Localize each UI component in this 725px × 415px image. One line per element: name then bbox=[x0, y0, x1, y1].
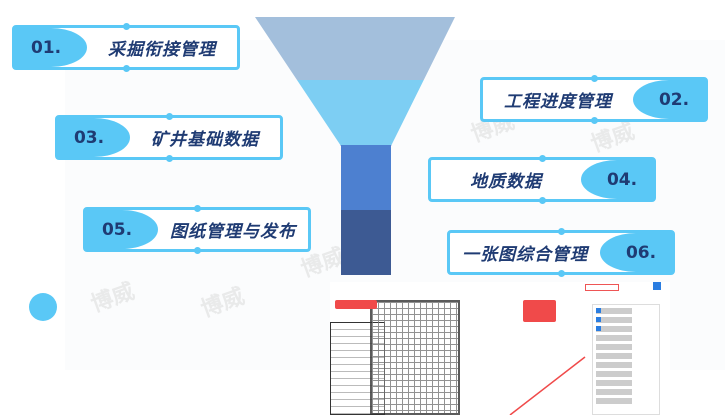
module-number: 03. bbox=[58, 118, 130, 157]
module-number: 04. bbox=[581, 160, 653, 199]
module-number: 05. bbox=[86, 210, 158, 249]
checkbox[interactable] bbox=[596, 326, 601, 331]
module-label: 矿井基础数据 bbox=[151, 130, 259, 150]
layer-panel bbox=[592, 304, 660, 415]
module-card-06: 06. 一张图综合管理 bbox=[447, 228, 675, 277]
toggle-button[interactable] bbox=[653, 282, 661, 290]
app-screenshot bbox=[330, 282, 670, 415]
checkbox[interactable] bbox=[596, 317, 601, 322]
module-number: 01. bbox=[15, 28, 87, 67]
decorative-circle bbox=[29, 293, 57, 321]
callout-left bbox=[335, 300, 377, 309]
module-card-01: 01. 采掘衔接管理 bbox=[12, 23, 240, 72]
module-label: 工程进度管理 bbox=[504, 92, 612, 112]
checkbox[interactable] bbox=[596, 308, 601, 313]
callout-pointer bbox=[509, 356, 586, 415]
module-card-05: 05. 图纸管理与发布 bbox=[83, 205, 311, 254]
module-number: 02. bbox=[633, 80, 705, 119]
module-number: 06. bbox=[600, 233, 672, 272]
module-label: 地质数据 bbox=[470, 172, 542, 192]
module-card-03: 03. 矿井基础数据 bbox=[55, 113, 283, 162]
module-card-04: 04. 地质数据 bbox=[428, 155, 656, 204]
layer-select[interactable] bbox=[585, 284, 619, 291]
mine-drawing bbox=[370, 300, 460, 415]
module-label: 一张图综合管理 bbox=[462, 245, 588, 265]
callout-right bbox=[523, 300, 556, 322]
module-label: 采掘衔接管理 bbox=[108, 40, 216, 60]
module-card-02: 02. 工程进度管理 bbox=[480, 75, 708, 124]
module-label: 图纸管理与发布 bbox=[170, 222, 296, 242]
